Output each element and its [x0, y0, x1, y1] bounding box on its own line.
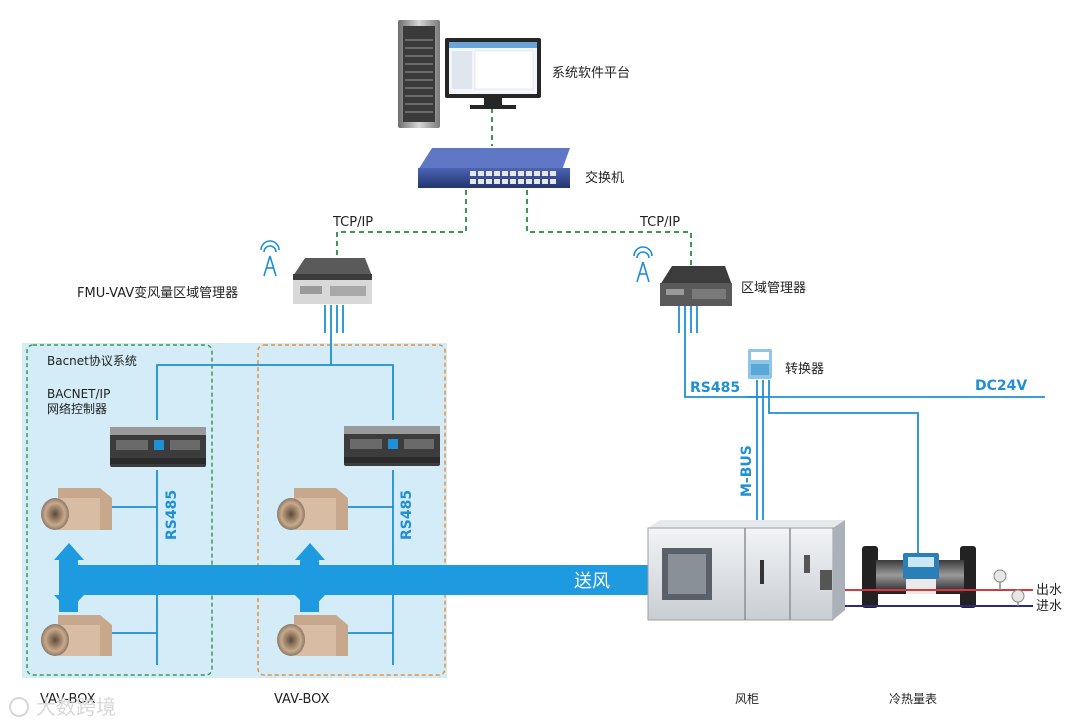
supply-air-duct: 送风: [54, 543, 702, 612]
converter-device-icon: [748, 349, 772, 379]
heat-meter-icon: [862, 546, 976, 608]
rs485-left-label: RS485: [164, 490, 180, 540]
fmu-manager-label: FMU-VAV变风量区域管理器: [77, 285, 238, 301]
network-controller-label: 网络控制器: [47, 401, 107, 416]
monitor-icon: [445, 38, 541, 109]
vavbox-mid-caption: VAV-BOX: [274, 692, 330, 707]
mbus-label: M-BUS: [739, 445, 755, 497]
tcpip-left-label: TCP/IP: [332, 215, 373, 230]
air-cabinet-icon: [647, 520, 845, 621]
bacnet-zone-outline: [26, 344, 213, 676]
bacnet-ip-label: BACNET/IP: [47, 387, 110, 401]
rs485-top-label: RS485: [690, 380, 740, 396]
air-cabinet-caption: 风柜: [735, 692, 759, 706]
converter-label: 转换器: [785, 362, 824, 377]
network-controller-device-icon: [344, 426, 440, 466]
antenna-icon: [633, 246, 653, 283]
network-switch-icon: [418, 148, 570, 188]
ethernet-links: [336, 108, 692, 270]
rs485-zone-outline: [257, 344, 446, 676]
heat-meter-caption: 冷热量表: [889, 692, 937, 706]
rs485-mid-label: RS485: [399, 490, 415, 540]
switch-label: 交换机: [585, 170, 624, 186]
server-tower-icon: [398, 20, 440, 128]
watermark-text: 大数跨境: [36, 695, 116, 719]
supply-air-label: 送风: [574, 571, 610, 592]
vavbox-left-caption: VAV-BOX: [40, 692, 96, 707]
temperature-sensor-icon: [993, 569, 1007, 590]
water-pipes: [845, 589, 1033, 607]
area-manager-device-icon: [660, 266, 732, 306]
network-controller-device-icon: [110, 427, 206, 467]
software-platform-label: 系统软件平台: [552, 66, 630, 81]
area-manager-label: 区域管理器: [741, 281, 806, 296]
outlet-water-label: 出水: [1036, 583, 1062, 598]
vav-box-icon: [41, 615, 112, 656]
vav-box-icon: [277, 488, 348, 530]
fmu-manager-device-icon: [293, 258, 372, 304]
watermark: 大数跨境: [9, 695, 116, 719]
dc24v-label: DC24V: [975, 378, 1027, 394]
inlet-water-label: 进水: [1036, 599, 1062, 614]
antenna-icon: [260, 240, 280, 277]
vav-box-icon: [277, 615, 348, 656]
vav-box-icon: [41, 488, 112, 530]
temperature-sensor-icon: [1011, 589, 1025, 606]
tcpip-right-label: TCP/IP: [639, 215, 680, 230]
bacnet-system-label: Bacnet协议系统: [47, 353, 137, 368]
